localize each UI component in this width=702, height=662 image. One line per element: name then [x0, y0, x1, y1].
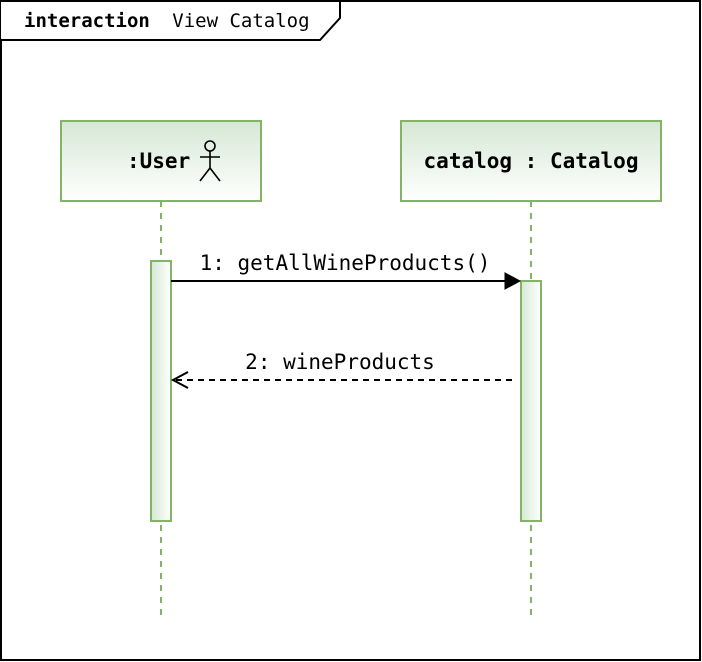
activation-bar-user — [150, 260, 172, 522]
lifeline-catalog-label: catalog : Catalog — [424, 149, 639, 173]
message-2[interactable]: 2: wineProducts — [170, 350, 512, 389]
lifeline-user[interactable]: :User — [60, 120, 262, 615]
filled-arrowhead-icon — [504, 272, 522, 290]
frame-keyword: interaction — [24, 10, 150, 32]
lifeline-user-label: :User — [127, 149, 190, 173]
lifeline-catalog[interactable]: catalog : Catalog — [400, 120, 662, 615]
actor-stick-figure-icon — [199, 140, 221, 182]
frame-name: View Catalog — [172, 10, 309, 32]
activation-bar-catalog — [520, 280, 542, 522]
frame-heading: interaction View Catalog — [24, 10, 310, 32]
message-1-label: 1: getAllWineProducts() — [200, 251, 491, 275]
frame-name-tab — [1, 0, 341, 41]
message-1[interactable]: 1: getAllWineProducts() — [171, 251, 522, 290]
open-arrowhead-icon — [170, 371, 189, 389]
message-2-label: 2: wineProducts — [245, 350, 435, 374]
